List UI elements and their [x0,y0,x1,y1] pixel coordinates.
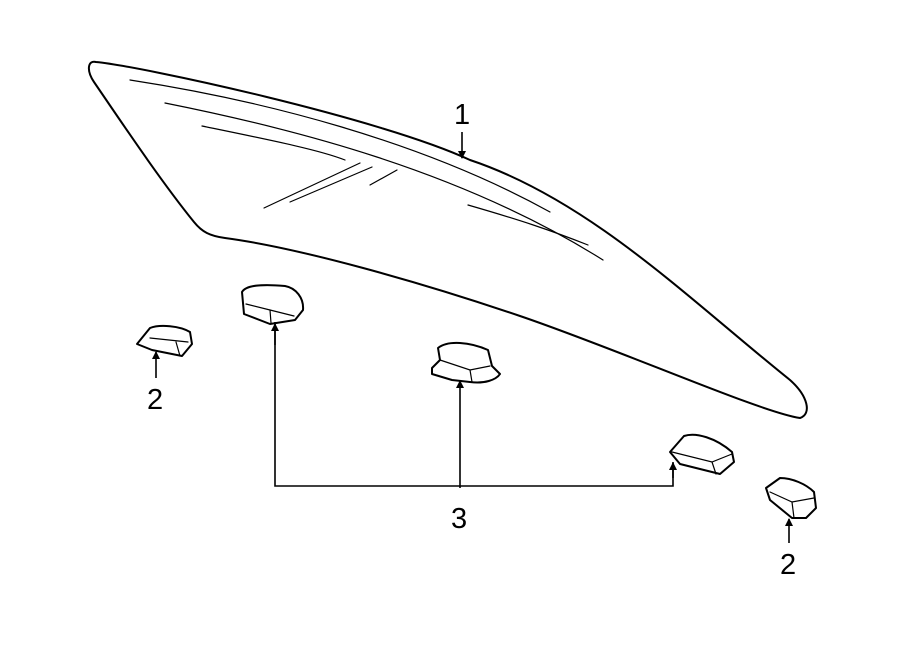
spacer-left[interactable] [136,324,193,357]
bracket-right[interactable] [669,433,735,475]
callout-spacer-right: 2 [780,549,796,581]
bracket-center[interactable] [431,342,501,384]
callout-spacer-left: 2 [147,384,163,416]
spacer-right[interactable] [765,477,817,519]
callout-glass: 1 [454,99,470,131]
back-glass[interactable] [88,60,808,419]
callout-bracket: 3 [451,503,467,535]
bracket-top-left[interactable] [241,284,305,325]
